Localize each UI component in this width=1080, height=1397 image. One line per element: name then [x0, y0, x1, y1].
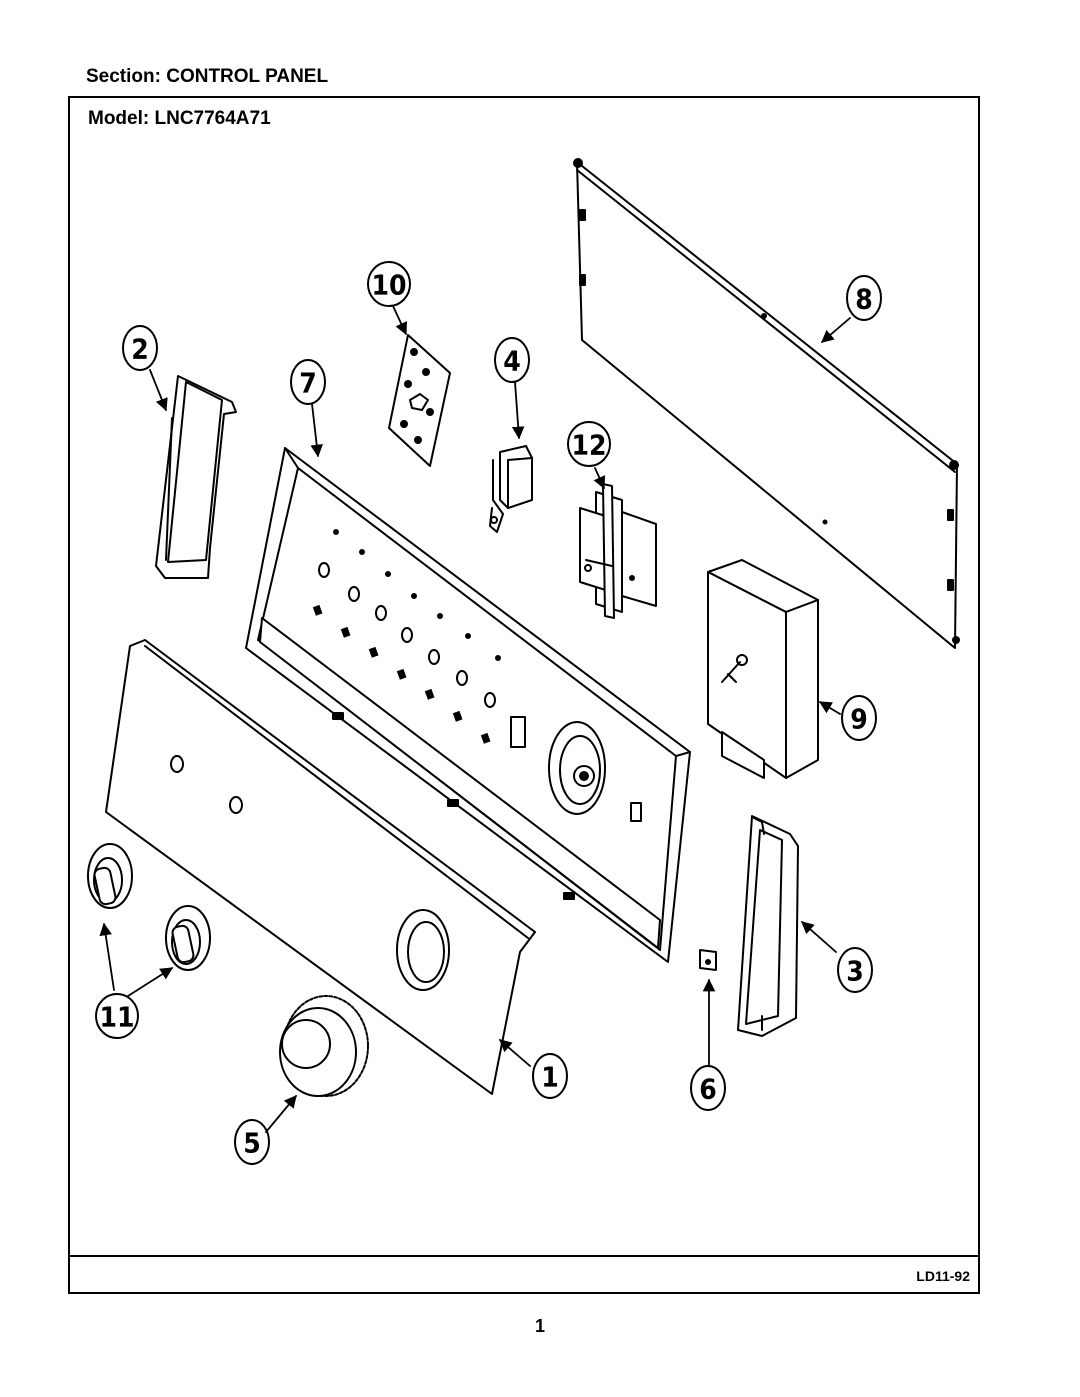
callout-7: 7	[299, 367, 317, 400]
callout-6: 6	[699, 1073, 717, 1106]
callout-2: 2	[131, 333, 149, 366]
console-frame-part	[245, 447, 691, 963]
back-panel-part	[573, 158, 960, 649]
diagram-frame: Model: LNC7764A71 LD11-92	[68, 96, 980, 1294]
right-end-cap-part	[737, 815, 799, 1037]
callout-5: 5	[243, 1127, 261, 1160]
leader-arrows	[99, 305, 851, 1133]
callout-9: 9	[850, 703, 868, 736]
small-knob-upper-part	[87, 843, 133, 909]
callout-3: 3	[846, 955, 864, 988]
page-number: 1	[534, 1316, 545, 1336]
large-knob-part	[279, 995, 369, 1097]
callout-1: 1	[541, 1061, 559, 1094]
callout-12: 12	[571, 429, 606, 462]
callout-11: 11	[99, 1001, 134, 1034]
model-title: Model: LNC7764A71	[88, 108, 271, 129]
callout-ovals	[95, 261, 882, 1165]
left-end-cap-part	[155, 375, 237, 579]
callout-10: 10	[371, 269, 406, 302]
document-code: LD11-92	[916, 1268, 970, 1284]
selector-switch-part	[579, 483, 657, 619]
small-switch-part	[489, 445, 533, 533]
section-title: Section: CONTROL PANEL	[86, 66, 329, 87]
timer-part	[707, 559, 819, 779]
front-panel-part	[105, 639, 575, 1095]
footer-divider	[70, 1255, 978, 1257]
small-knob-lower-part	[165, 905, 211, 971]
callout-8: 8	[855, 283, 873, 316]
switch-plate-part	[388, 334, 451, 467]
clip-part	[699, 949, 717, 971]
callout-4: 4	[503, 345, 521, 378]
